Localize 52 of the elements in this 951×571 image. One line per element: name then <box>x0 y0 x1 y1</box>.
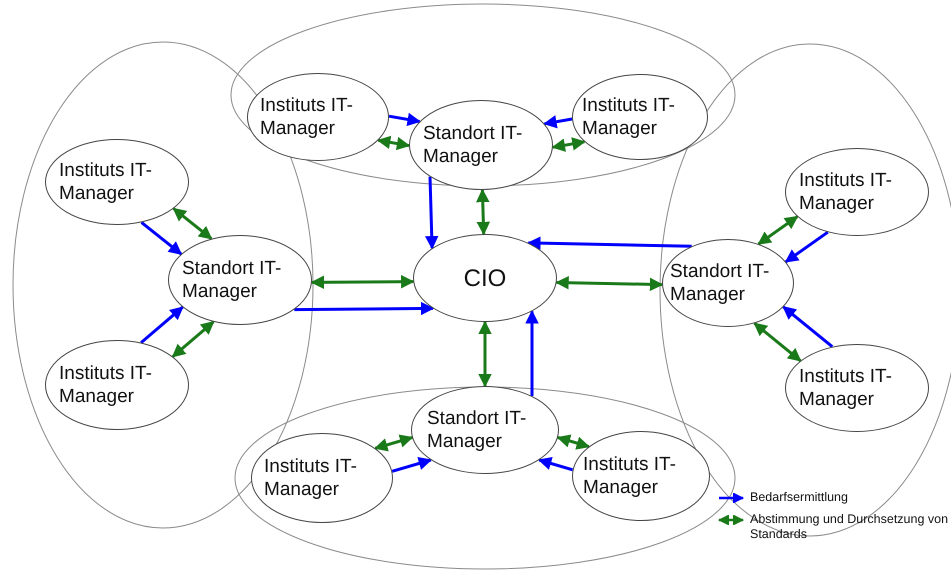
arrow <box>374 434 414 452</box>
ellipse-node <box>45 139 189 225</box>
node-label: Instituts IT-Manager <box>260 94 354 140</box>
arrow <box>757 215 798 246</box>
arrow <box>556 434 590 450</box>
node-label: CIO <box>464 266 506 290</box>
arrow <box>140 221 182 256</box>
arrow <box>527 236 692 250</box>
arrow <box>294 302 434 316</box>
node-label: Standort IT-Manager <box>427 407 528 453</box>
node-label: Instituts IT-Manager <box>59 159 153 205</box>
arrow <box>543 115 572 128</box>
arrow <box>392 456 432 473</box>
arrow <box>425 176 438 250</box>
arrow <box>782 306 834 348</box>
arrow <box>552 137 586 152</box>
node-label: Instituts IT-Manager <box>582 94 676 140</box>
legend-text: Bedarfsermittlung <box>750 490 849 505</box>
ellipse-node <box>662 239 794 327</box>
arrow <box>478 320 492 388</box>
arrow <box>555 276 664 292</box>
arrow <box>376 136 410 150</box>
arrow <box>476 188 490 236</box>
node-label: Standort IT-Manager <box>182 257 282 303</box>
ellipse-node <box>168 235 312 325</box>
ellipse-node <box>247 73 389 161</box>
ellipse-node <box>45 340 189 430</box>
ellipse-node <box>251 433 393 523</box>
ellipse-node <box>413 234 557 322</box>
legend-text: Abstimmung und Durchsetzung von Standards <box>750 512 950 542</box>
arrow <box>753 322 802 362</box>
ellipse-node <box>572 431 710 521</box>
ellipse-node <box>411 386 559 474</box>
arrow <box>172 320 215 358</box>
node-label: Instituts IT-Manager <box>59 362 153 408</box>
arrow <box>784 230 829 264</box>
node-label: Instituts IT-Manager <box>799 169 893 215</box>
arrow <box>388 112 421 126</box>
arrow <box>140 306 184 344</box>
ellipse-node <box>785 344 929 432</box>
arrow <box>525 310 539 396</box>
node-label: Standort IT-Manager <box>670 260 770 306</box>
node-label: Standort IT-Manager <box>423 122 524 168</box>
arrow <box>538 456 574 472</box>
ellipse-node <box>785 148 929 236</box>
ellipse-node <box>572 74 708 160</box>
arrow <box>310 274 415 290</box>
ellipse-node <box>409 100 553 190</box>
node-label: Instituts IT-Manager <box>799 365 893 411</box>
node-label: Instituts IT-Manager <box>264 455 358 501</box>
node-label: Instituts IT-Manager <box>583 453 677 499</box>
arrow <box>172 207 212 240</box>
